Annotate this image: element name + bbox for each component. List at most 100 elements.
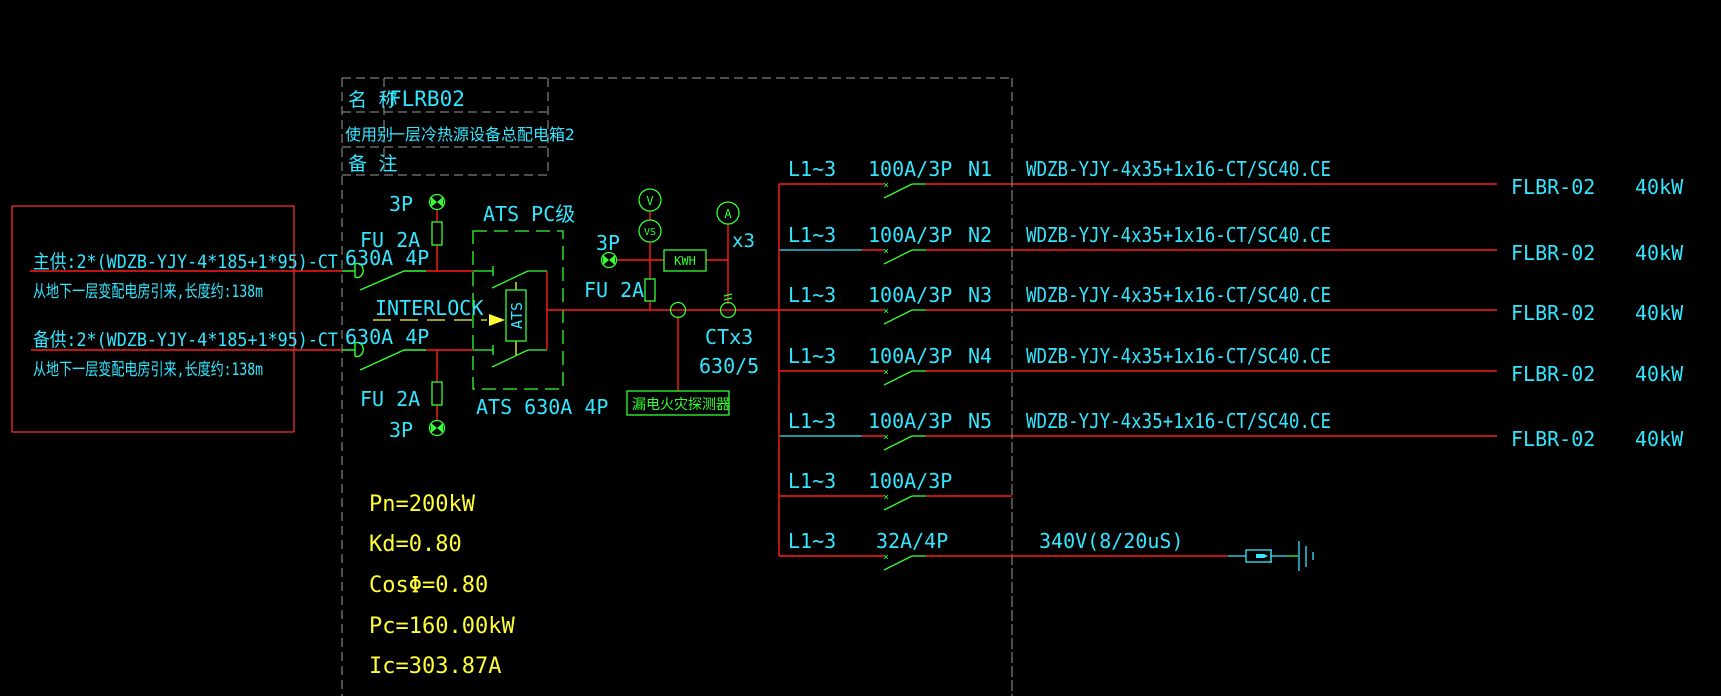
- circuit-row[interactable]: × L1~3 100A/3P N3 WDZB-YJY-4x35+1x16-CT/SC40…: [779, 283, 1684, 325]
- branch-breaker-switch[interactable]: [883, 435, 913, 451]
- interlock-arrow-icon: [489, 314, 505, 326]
- backup-breaker-switch: [359, 349, 405, 371]
- voltmeter-switch-label: VS: [644, 227, 656, 238]
- circuit-row[interactable]: × L1~3 100A/3P N2 WDZB-YJY-4x35+1x16-CT/SC40…: [779, 223, 1684, 265]
- branch-load-power: 40kW: [1635, 427, 1684, 451]
- calc-kd: Kd=0.80: [369, 532, 462, 557]
- branch-breaker-switch[interactable]: [883, 370, 913, 386]
- branch-circuit-id: N4: [968, 344, 992, 368]
- branch-load-name: FLBR-02: [1511, 362, 1595, 386]
- calc-pn: Pn=200kW: [369, 492, 476, 517]
- spare-breaker: 100A/3P: [868, 469, 952, 493]
- metering-lamp-label: 3P: [596, 231, 620, 255]
- calc-cosphi: CosΦ=0.80: [369, 573, 488, 598]
- calc-ic: Ic=303.87A: [369, 654, 501, 679]
- backup-supply-source: 从地下一层变配电房引来,长度约:138m: [33, 360, 263, 380]
- metering-fuse-label: FU 2A: [584, 278, 644, 302]
- branch-phase: L1~3: [788, 344, 836, 368]
- backup-supply-cable: 备供:2*(WDZB-YJY-4*185+1*95)-CT: [33, 329, 338, 351]
- voltmeter-switch-icon: VS: [638, 219, 662, 243]
- branch-circuit-id: N2: [968, 223, 992, 247]
- branch-phase: L1~3: [788, 157, 836, 181]
- energy-meter-label: KWH: [674, 254, 696, 268]
- backup-lamp-label: 3P: [389, 418, 413, 442]
- ats-controller-icon: [505, 289, 527, 342]
- backup-breaker-rating: 630A 4P: [345, 325, 429, 349]
- main-supply-cable: 主供:2*(WDZB-YJY-4*185+1*95)-CT: [33, 251, 338, 273]
- ct-terminal-icon: [723, 293, 733, 301]
- main-breaker-switch: [359, 270, 405, 291]
- branch-breaker-switch[interactable]: [883, 309, 913, 325]
- branch-cable-spec: WDZB-YJY-4x35+1x16-CT/SC40.CE: [1026, 283, 1331, 307]
- ats-switch-contacts: [473, 266, 547, 368]
- branch-load-power: 40kW: [1635, 301, 1684, 325]
- circuit-row[interactable]: × L1~3 100A/3P N5 WDZB-YJY-4x35+1x16-CT/SC40…: [779, 409, 1684, 451]
- branch-circuit-id: N1: [968, 157, 992, 181]
- main-lamp-label: 3P: [389, 192, 413, 216]
- breaker-trip-mark: ×: [883, 246, 889, 257]
- ammeter-icon: A: [716, 201, 740, 225]
- branch-cable-spec: WDZB-YJY-4x35+1x16-CT/SC40.CE: [1026, 409, 1331, 433]
- branch-phase: L1~3: [788, 283, 836, 307]
- incoming-breaker-contacts: [342, 262, 426, 371]
- title-use-value: 一层冷热源设备总配电箱2: [389, 125, 575, 144]
- branch-breaker-rating: 100A/3P: [868, 344, 952, 368]
- load-calculation: Pn=200kW Kd=0.80 CosΦ=0.80 Pc=160.00kW I…: [369, 492, 515, 679]
- breaker-trip-mark: ×: [883, 367, 889, 378]
- backup-signal-lamp-icon: [428, 419, 446, 437]
- voltmeter-label: V: [646, 194, 653, 208]
- branch-load-name: FLBR-02: [1511, 427, 1595, 451]
- branch-load-power: 40kW: [1635, 241, 1684, 265]
- leakage-ct-icon: [669, 301, 687, 319]
- branch-load-name: FLBR-02: [1511, 241, 1595, 265]
- surge-protector-circuit: × L1~3 32A/4P 340V(8/20uS): [779, 529, 1314, 571]
- breaker-trip-mark: ×: [883, 432, 889, 443]
- branch-load-power: 40kW: [1635, 362, 1684, 386]
- title-note-label: 备 注: [348, 153, 397, 175]
- main-breaker-rating: 630A 4P: [345, 246, 429, 270]
- branch-breaker-rating: 100A/3P: [868, 223, 952, 247]
- current-transformer-icon: [719, 301, 737, 319]
- main-signal-lamp-icon: [428, 193, 446, 211]
- branch-cable-spec: WDZB-YJY-4x35+1x16-CT/SC40.CE: [1026, 344, 1331, 368]
- ats-rating: ATS 630A 4P: [476, 395, 608, 419]
- ct-count: CTx3: [705, 325, 753, 349]
- branch-circuit-id: N3: [968, 283, 992, 307]
- circuit-row[interactable]: × L1~3 100A/3P N4 WDZB-YJY-4x35+1x16-CT/SC40…: [779, 344, 1684, 386]
- branch-cable-spec: WDZB-YJY-4x35+1x16-CT/SC40.CE: [1026, 223, 1331, 247]
- spare-circuit: × L1~3 100A/3P: [779, 469, 1012, 511]
- backup-fuse-icon: [431, 381, 443, 406]
- ammeter-label: A: [724, 207, 732, 221]
- spd-phase: L1~3: [788, 529, 836, 553]
- incoming-frame: [11, 205, 295, 433]
- ground-icon: [1298, 541, 1314, 571]
- calc-pc: Pc=160.00kW: [369, 614, 515, 639]
- svg-text:×: ×: [883, 552, 889, 563]
- branch-load-power: 40kW: [1635, 175, 1684, 199]
- leakage-fire-detector: 漏电火灾探测器: [626, 390, 730, 416]
- branch-breaker-switch[interactable]: [883, 249, 913, 265]
- title-name-label: 名 称: [348, 89, 397, 111]
- incoming-wires: [30, 270, 342, 351]
- branch-circuit-id: N5: [968, 409, 992, 433]
- ats-title: ATS PC级: [483, 202, 575, 226]
- spd-breaker: 32A/4P: [876, 529, 948, 553]
- ct-ratio: 630/5: [699, 354, 759, 378]
- branch-breaker-rating: 100A/3P: [868, 283, 952, 307]
- backup-fuse-label: FU 2A: [360, 387, 420, 411]
- title-name-value: FLRB02: [389, 87, 465, 111]
- branch-phase: L1~3: [788, 223, 836, 247]
- branch-breaker-rating: 100A/3P: [868, 409, 952, 433]
- ammeter-count: x3: [732, 230, 755, 252]
- spare-phase: L1~3: [788, 469, 836, 493]
- interlock-label: INTERLOCK: [375, 296, 483, 320]
- branch-breaker-switch[interactable]: [883, 183, 913, 199]
- svg-text:×: ×: [883, 492, 889, 503]
- branch-phase: L1~3: [788, 409, 836, 433]
- voltmeter-icon: V: [638, 188, 662, 212]
- breaker-trip-mark: ×: [883, 306, 889, 317]
- branch-cable-spec: WDZB-YJY-4x35+1x16-CT/SC40.CE: [1026, 157, 1331, 181]
- leakage-detector-label: 漏电火灾探测器: [632, 396, 730, 413]
